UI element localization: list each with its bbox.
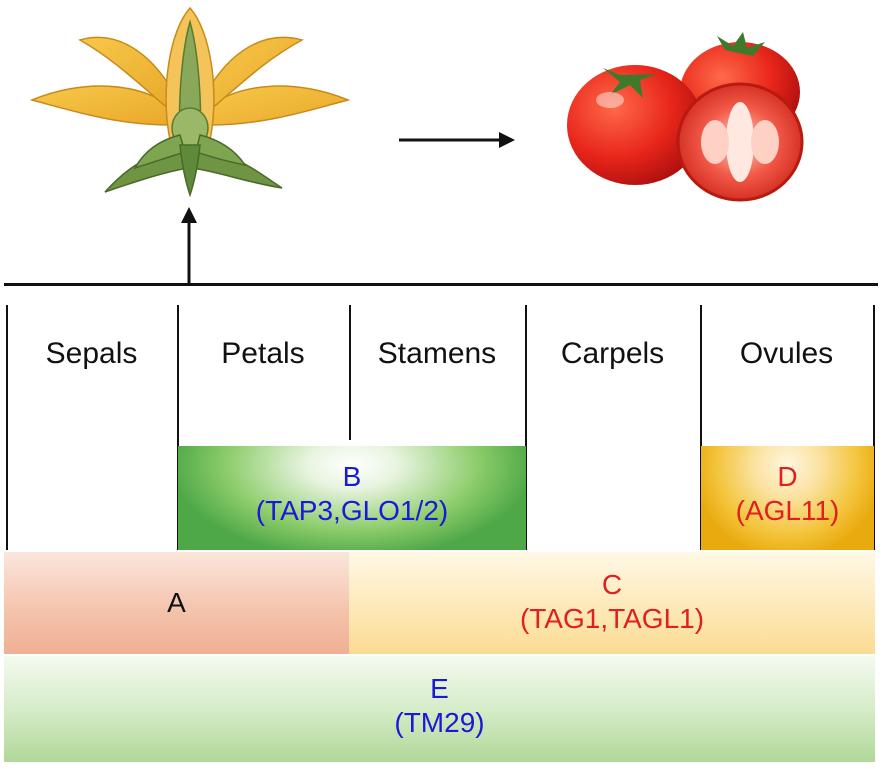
arrow-right-icon — [399, 132, 515, 148]
whorl-label-carpels: Carpels — [560, 337, 665, 370]
bracket-line — [4, 283, 878, 286]
a-gene-letter: A — [167, 587, 186, 618]
c-gene-band: C (TAG1,TAGL1) — [349, 552, 875, 654]
separator-stamens-carpels — [525, 305, 527, 550]
d-gene-name: (AGL11) — [735, 495, 840, 526]
b-gene-band: B (TAP3,GLO1/2) — [178, 446, 526, 550]
e-gene-letter: E — [430, 673, 449, 704]
separator-sepals-petals — [177, 305, 179, 550]
e-gene-name: (TM29) — [394, 707, 485, 738]
arrow-up-icon — [181, 207, 197, 285]
separator-left — [6, 305, 8, 550]
c-gene-name: (TAG1,TAGL1) — [519, 603, 705, 634]
whorl-label-sepals: Sepals — [45, 337, 138, 370]
whorl-label-stamens: Stamens — [377, 337, 497, 370]
b-gene-letter: B — [342, 461, 362, 492]
c-gene-letter: C — [601, 569, 623, 600]
separator-right — [873, 305, 875, 550]
whorl-label-ovules: Ovules — [739, 337, 834, 370]
d-gene-letter: D — [777, 461, 798, 492]
flower-icon — [29, 6, 351, 198]
whorl-label-petals: Petals — [221, 337, 305, 370]
d-gene-band: D (AGL11) — [701, 446, 874, 550]
b-gene-name: (TAP3,GLO1/2) — [255, 495, 449, 526]
e-gene-band: E (TM29) — [4, 656, 875, 762]
tomato-icon — [567, 32, 804, 202]
separator-petals-stamens — [349, 305, 351, 440]
a-gene-band: A — [4, 552, 349, 654]
separator-carpels-ovules — [700, 305, 702, 550]
